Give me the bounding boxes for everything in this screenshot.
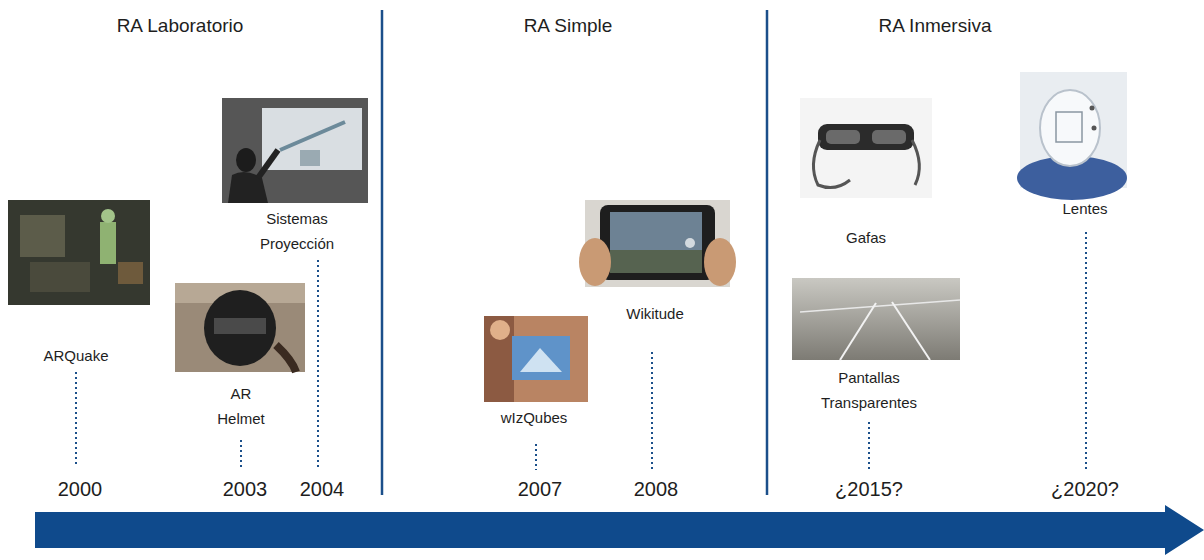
year-label: 2007 [500, 477, 580, 502]
leader-line [75, 372, 77, 466]
leader-line [651, 352, 653, 470]
year-label: 2000 [40, 477, 120, 502]
leader-line [240, 440, 242, 470]
year-label: ¿2020? [1040, 477, 1130, 502]
year-label: 2008 [616, 477, 696, 502]
caption: Wikitude [600, 301, 710, 326]
caption: Pantallas Transparentes [809, 365, 929, 415]
wikitude-photo [579, 200, 736, 287]
projection-photo [222, 98, 368, 203]
leader-line [1085, 232, 1087, 470]
leader-line [535, 444, 537, 470]
caption: Lentes [1040, 196, 1130, 221]
caption: ARQuake [16, 343, 136, 368]
ar-helmet-photo [175, 283, 305, 372]
leader-lines [76, 232, 1086, 470]
wizqubes-photo [484, 316, 588, 402]
section-heading: RA Inmersiva [825, 13, 1045, 38]
leader-line [317, 260, 319, 470]
arquake-photo [8, 200, 150, 305]
year-label: 2004 [287, 477, 357, 502]
caption: Gafas [821, 225, 911, 250]
section-divider [381, 10, 384, 495]
caption: AR Helmet [209, 381, 273, 431]
glasses-photo [800, 98, 932, 198]
year-label: 2003 [210, 477, 280, 502]
timeline-arrow [35, 505, 1204, 555]
section-divider [766, 10, 769, 495]
transparent-display-photo [792, 278, 960, 360]
section-heading: RA Simple [458, 13, 678, 38]
section-heading: RA Laboratorio [70, 13, 290, 38]
leader-line [868, 422, 870, 470]
year-label: ¿2015? [824, 477, 914, 502]
lens-photo [1017, 72, 1127, 200]
caption: Sistemas Proyección [247, 206, 347, 256]
caption: wIzQubes [484, 405, 584, 430]
